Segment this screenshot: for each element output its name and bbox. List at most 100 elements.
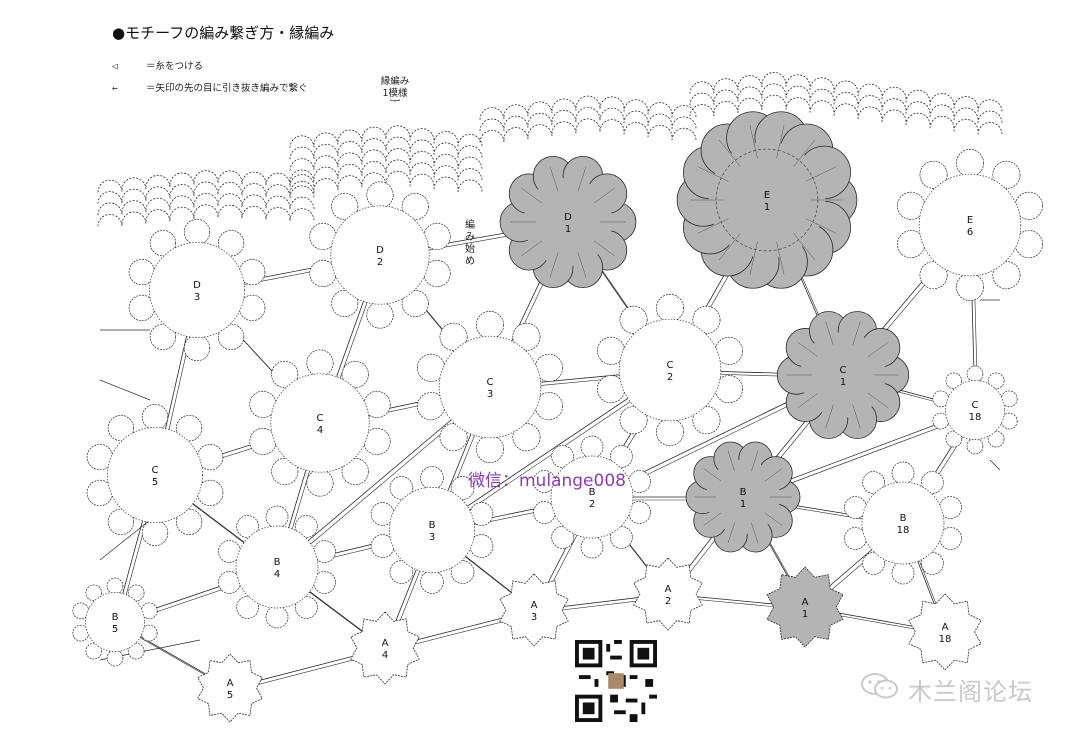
picot-cluster: [183, 218, 211, 246]
edging-scallop: [833, 80, 859, 93]
edging-scallop: [785, 97, 811, 110]
stitch-mark: [797, 341, 818, 357]
edging-scallop: [241, 171, 267, 185]
motif-b3: B3: [370, 466, 494, 594]
picot-cluster: [423, 222, 451, 251]
motif-ring: [330, 205, 430, 305]
edging-scallop: [409, 162, 435, 175]
picot-cluster: [265, 505, 289, 529]
edging-scallop: [337, 129, 363, 143]
stitch-mark: [776, 125, 785, 159]
edging-scallop: [145, 186, 171, 199]
edging-label-line1: 縁編み: [380, 76, 410, 87]
edging-scallop: [289, 185, 315, 198]
edging-scallop: [289, 169, 315, 183]
motif-number: 3: [487, 389, 493, 400]
motif-ring: [107, 427, 203, 523]
motif-b18: B18: [844, 461, 962, 585]
edging-label-line2: 1模様: [382, 88, 408, 99]
picot-cluster: [265, 605, 289, 629]
edging-scallop: [97, 179, 123, 193]
motif-number: 4: [382, 650, 388, 661]
motif-b1: B1: [685, 441, 801, 553]
edging-scallop: [929, 115, 955, 129]
picot-cluster: [420, 570, 444, 594]
motif-center: [705, 459, 781, 535]
edging-scallop: [479, 107, 505, 120]
motif-number: 5: [227, 690, 233, 701]
edging-scallop: [671, 127, 697, 141]
edging-scallop: [929, 104, 955, 117]
inner-round: [715, 148, 819, 252]
picot-cluster: [580, 435, 604, 459]
edging-scallop: [575, 107, 601, 120]
picot-cluster: [966, 437, 984, 455]
edging-scallop: [313, 166, 339, 180]
picot-cluster: [183, 334, 211, 362]
stitch-mark: [793, 233, 816, 261]
motif-b2: B2: [533, 435, 651, 559]
edging-scallop: [361, 126, 387, 140]
edging-scallop: [623, 99, 649, 112]
edging-scallop: [217, 204, 243, 218]
edging-scallop: [953, 107, 979, 120]
motif-letter: B: [740, 487, 747, 498]
motif-ring: [618, 318, 722, 422]
edging-scallop: [337, 163, 363, 177]
motif-number: 2: [377, 257, 383, 268]
edging-scallop: [479, 130, 505, 143]
motif-number: 2: [589, 499, 595, 510]
edging-scallop: [217, 170, 243, 183]
motif-number: 3: [429, 532, 435, 543]
edging-scallop: [217, 181, 243, 195]
picot-cluster: [141, 403, 169, 431]
brace-mark: ︸: [390, 100, 400, 111]
motif-letter: D: [564, 212, 572, 223]
picot-cluster: [992, 160, 1021, 189]
edging-scallop: [713, 89, 739, 103]
edging-scallop: [479, 118, 505, 132]
picot-cluster: [85, 584, 103, 602]
motif-number: 2: [667, 372, 673, 383]
motif-number: 4: [317, 425, 323, 436]
stitch-mark: [577, 252, 587, 278]
wechat-icon: [861, 673, 898, 699]
picot-cluster: [331, 289, 359, 318]
edging-scallop: [761, 83, 787, 96]
join-line: [99, 519, 151, 561]
stitch-mark: [852, 321, 861, 346]
motif-letter: B: [112, 612, 119, 623]
picot-cluster: [306, 349, 334, 377]
edging-scallop: [337, 175, 363, 188]
edging-scallop: [385, 148, 411, 161]
motif-c5: C5: [86, 403, 224, 547]
edging-scallop: [289, 135, 315, 148]
picot-cluster: [366, 301, 394, 329]
picot-cluster: [107, 508, 135, 536]
edging-scallop: [361, 172, 387, 185]
picot-cluster: [956, 149, 984, 177]
stitch-mark: [793, 139, 816, 167]
motif-letter: B: [589, 487, 596, 498]
motif-center: [708, 141, 826, 259]
motif-letter: A: [802, 597, 809, 608]
motif-number: 18: [969, 412, 982, 423]
join-line: [99, 379, 151, 401]
motif-letter: B: [900, 513, 907, 524]
edging-scallop: [737, 86, 763, 99]
edging-scallop: [857, 95, 883, 108]
motif-number: 3: [531, 612, 537, 623]
motif-ring: [945, 380, 1005, 440]
stitch-mark: [749, 125, 758, 159]
picot-cluster: [921, 471, 944, 494]
motif-number: 18: [897, 525, 910, 536]
edging-scallop: [409, 151, 435, 164]
picot-cluster: [423, 259, 451, 288]
stitch-mark: [852, 404, 861, 429]
motif-ring: [861, 481, 945, 565]
motif-letter: C: [152, 465, 159, 476]
picot-cluster: [236, 515, 259, 538]
edging-scallop: [289, 208, 315, 221]
picot-cluster: [945, 430, 963, 448]
legend-attach-yarn: ◁＝糸をつける: [112, 58, 203, 72]
